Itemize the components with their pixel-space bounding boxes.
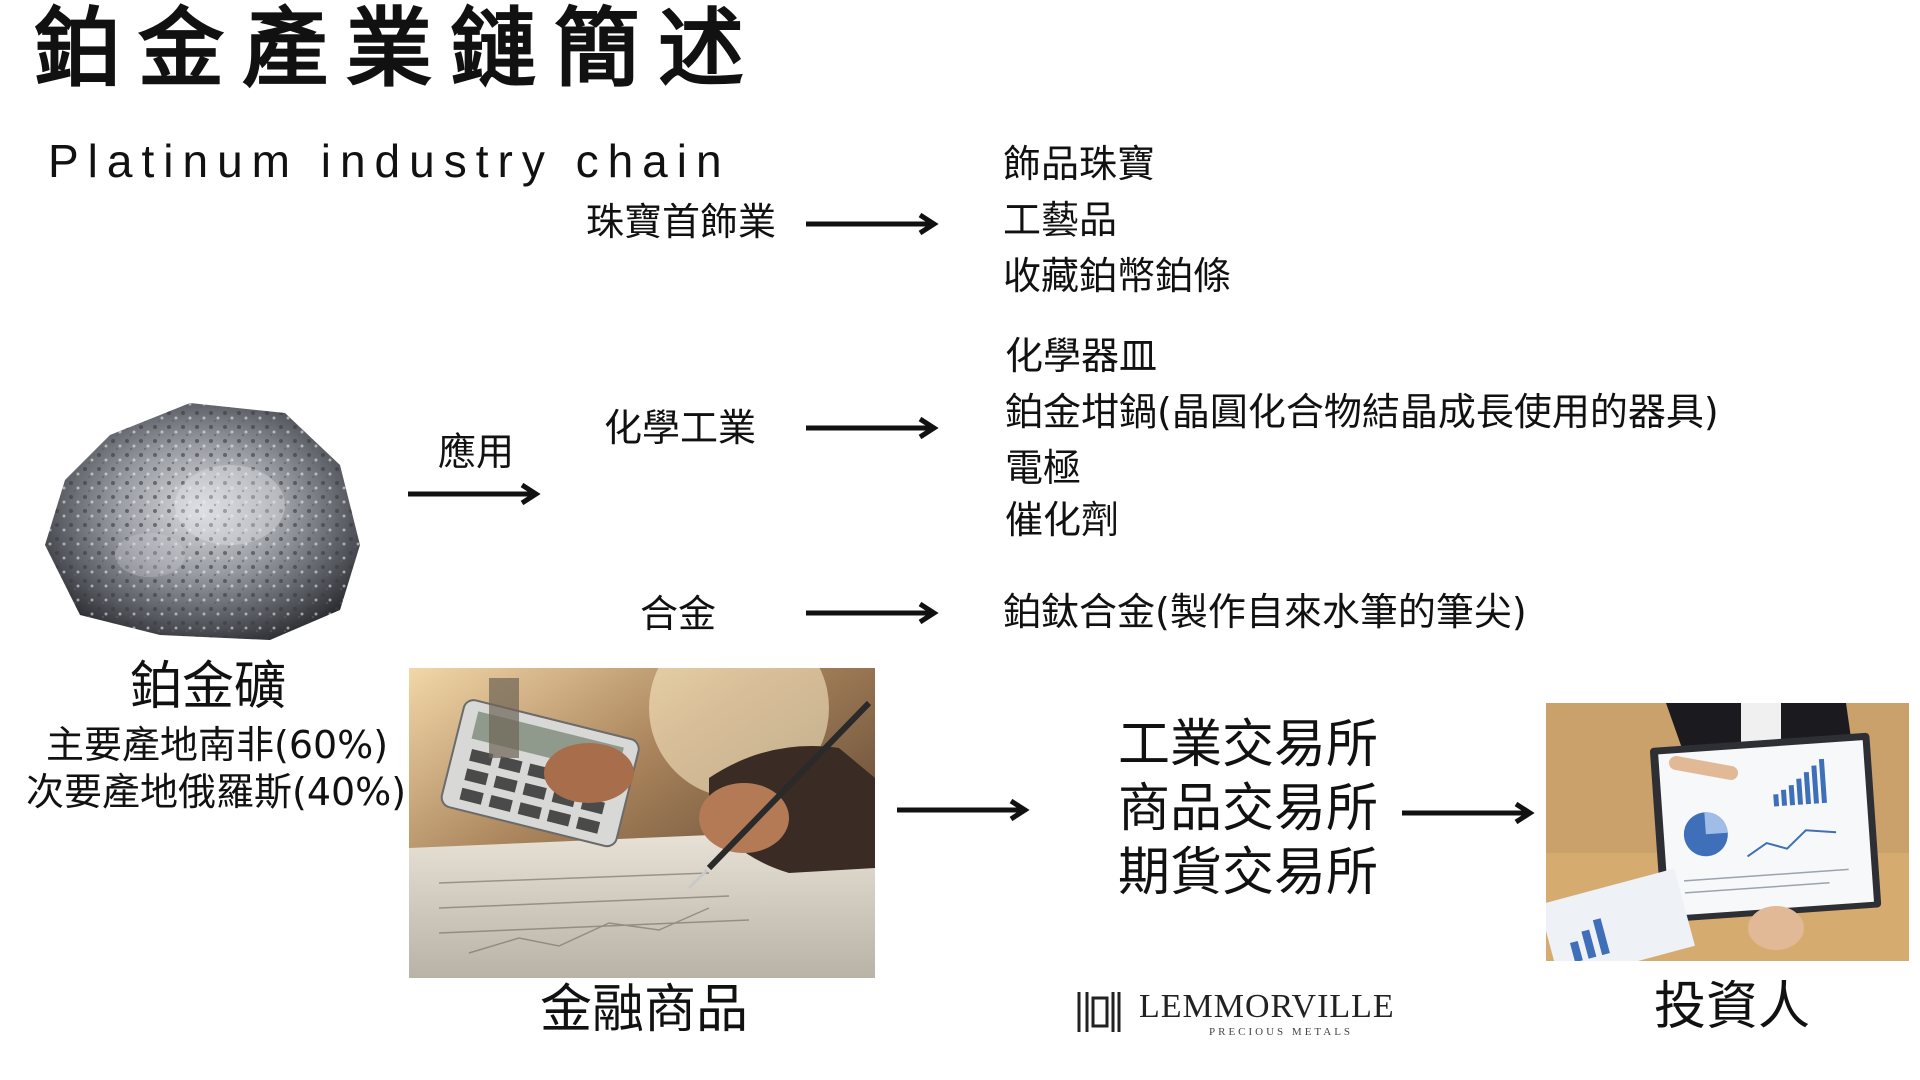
list-item: 飾品珠寶	[1003, 142, 1156, 186]
ore-label: 鉑金礦	[130, 657, 287, 717]
list-item: 電極	[1005, 446, 1082, 490]
application-label: 應用	[438, 430, 515, 474]
lemmorville-logo: LEMMORVILLE PRECIOUS METALS	[1075, 988, 1415, 1038]
chemical-items: 化學器皿 鉑金坩鍋(晶圓化合物結晶成長使用的器具) 電極 催化劑	[1005, 328, 1719, 544]
chemical-arrow	[806, 416, 939, 440]
page-subtitle: Platinum industry chain	[48, 135, 731, 187]
financial-products-image	[409, 668, 875, 978]
list-item: 期貨交易所	[1118, 843, 1379, 903]
list-item: 工藝品	[1003, 198, 1118, 242]
financial-products-label: 金融商品	[540, 980, 749, 1040]
industry-name-jewelry: 珠寶首飾業	[586, 200, 777, 244]
jewelry-items: 飾品珠寶 工藝品 收藏鉑幣鉑條	[1003, 136, 1231, 304]
financial-to-exchange-arrow	[897, 798, 1030, 822]
investor-image	[1546, 703, 1909, 961]
logo-tagline: PRECIOUS METALS	[1209, 1026, 1354, 1038]
list-item: 工業交易所	[1118, 715, 1379, 775]
list-item: 鉑鈦合金(製作自來水筆的筆尖)	[1003, 590, 1527, 634]
list-item: 收藏鉑幣鉑條	[1003, 254, 1232, 298]
industry-name-chemical: 化學工業	[604, 406, 757, 450]
jewelry-arrow	[806, 212, 939, 236]
alloy-arrow	[806, 601, 939, 625]
ore-origin-secondary: 次要產地俄羅斯(40%)	[26, 770, 407, 814]
investors-label: 投資人	[1654, 977, 1811, 1037]
ore-origin-main: 主要產地南非(60%)	[46, 723, 389, 767]
alloy-items: 鉑鈦合金(製作自來水筆的筆尖)	[1003, 584, 1527, 640]
logo-name: LEMMORVILLE	[1139, 988, 1395, 1025]
list-item: 商品交易所	[1118, 779, 1379, 839]
lemmorville-mark-icon	[1077, 992, 1121, 1032]
page-title: 鉑金產業鏈簡述	[34, 0, 762, 99]
industry-name-alloy: 合金	[640, 592, 717, 636]
platinum-ore-image	[40, 395, 370, 645]
application-arrow	[408, 482, 541, 506]
list-item: 化學器皿	[1005, 334, 1158, 378]
list-item: 催化劑	[1005, 498, 1120, 542]
exchange-list: 工業交易所 商品交易所 期貨交易所	[1118, 713, 1378, 905]
exchange-to-investor-arrow	[1402, 801, 1535, 825]
list-item: 鉑金坩鍋(晶圓化合物結晶成長使用的器具)	[1005, 390, 1719, 434]
